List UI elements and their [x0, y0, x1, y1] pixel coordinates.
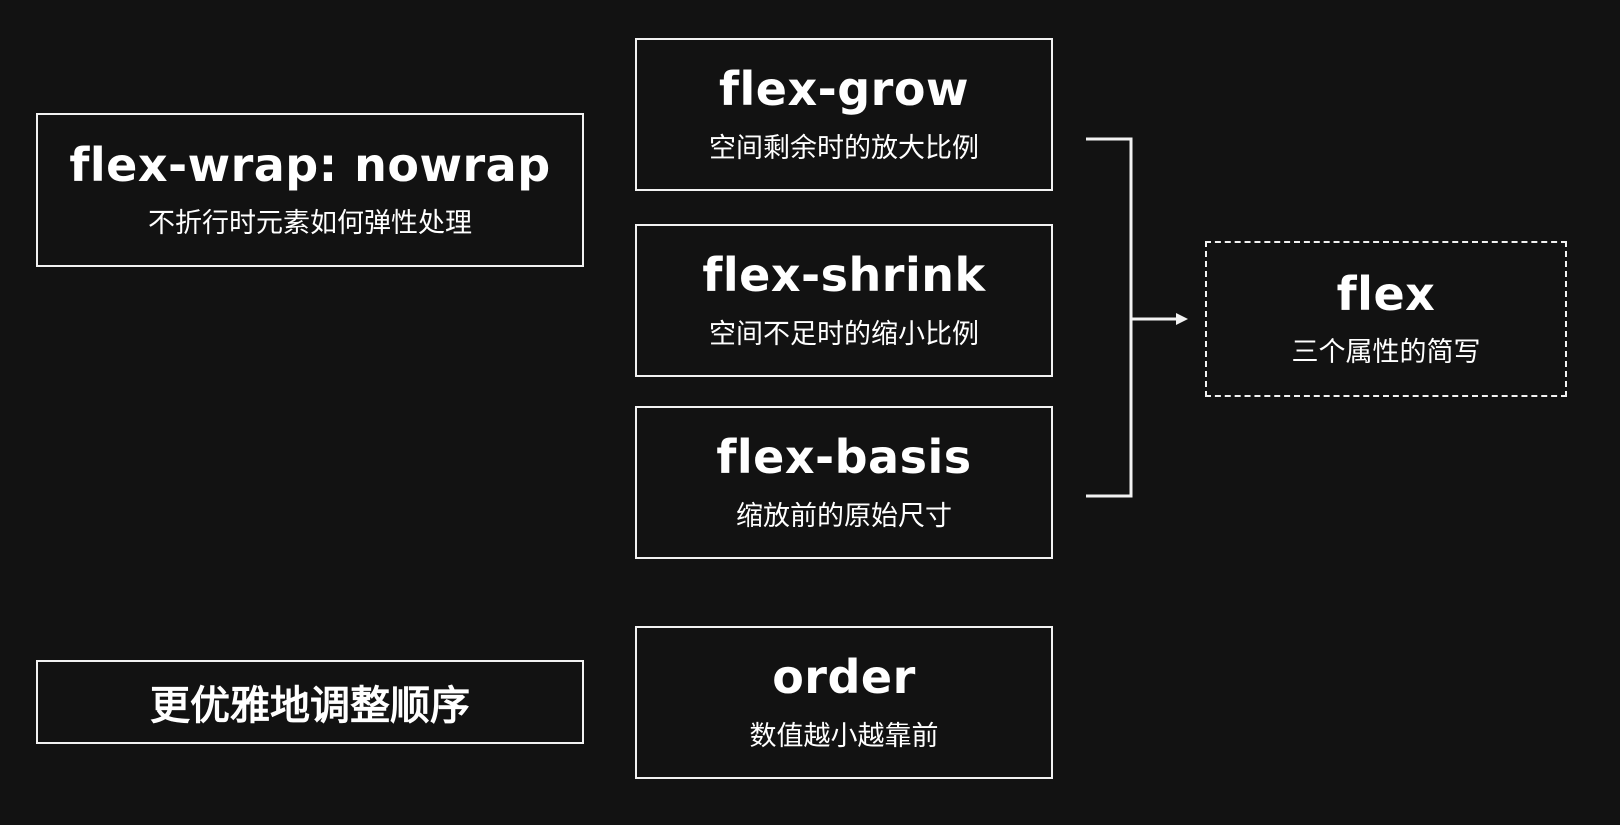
flex-grow-desc: 空间剩余时的放大比例 [709, 132, 979, 164]
flex-shrink-desc: 空间不足时的缩小比例 [709, 318, 979, 350]
flex-node: flex 三个属性的简写 [1205, 241, 1567, 397]
flex-wrap-desc: 不折行时元素如何弹性处理 [148, 208, 472, 240]
reorder-node: 更优雅地调整顺序 [36, 660, 584, 744]
flex-basis-desc: 缩放前的原始尺寸 [736, 500, 952, 532]
arrow-head-icon [1176, 313, 1188, 325]
flex-wrap-node: flex-wrap: nowrap 不折行时元素如何弹性处理 [36, 113, 584, 267]
flex-grow-node: flex-grow 空间剩余时的放大比例 [635, 38, 1053, 191]
flex-shrink-title: flex-shrink [702, 248, 986, 302]
flex-shrink-node: flex-shrink 空间不足时的缩小比例 [635, 224, 1053, 377]
flex-grow-title: flex-grow [719, 62, 969, 116]
flex-wrap-title: flex-wrap: nowrap [69, 137, 551, 192]
order-desc: 数值越小越靠前 [749, 720, 939, 752]
flex-basis-node: flex-basis 缩放前的原始尺寸 [635, 406, 1053, 559]
flex-desc: 三个属性的简写 [1291, 337, 1481, 369]
flex-basis-title: flex-basis [716, 430, 972, 484]
bracket-line [1086, 137, 1133, 498]
flex-title: flex [1336, 266, 1436, 321]
order-title: order [772, 650, 916, 704]
order-node: order 数值越小越靠前 [635, 626, 1053, 779]
reorder-label: 更优雅地调整顺序 [150, 683, 470, 729]
